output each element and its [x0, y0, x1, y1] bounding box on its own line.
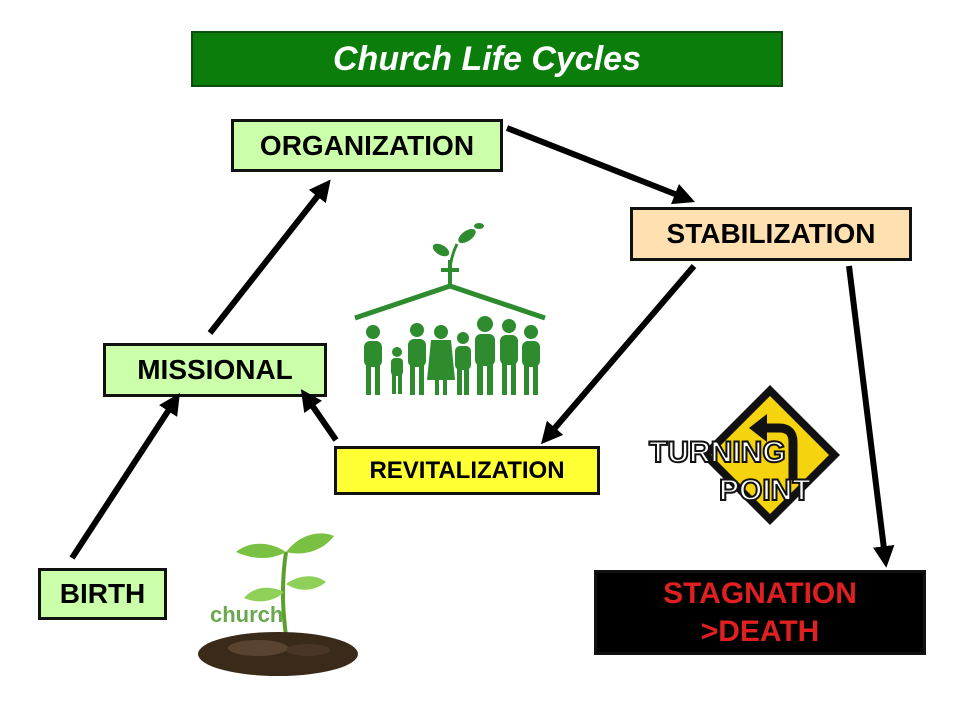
church-people-icon [354, 223, 546, 395]
arrow-missional-to-organization [207, 179, 331, 335]
stage-organization-label: ORGANIZATION [259, 129, 475, 161]
sprout-soil-icon: church [198, 533, 358, 676]
stage-birth: BIRTH [38, 568, 167, 620]
stage-stagnation-label: STAGNATION [663, 576, 857, 610]
sign-line2: POINT [719, 474, 811, 507]
arrow-organization-to-stabilization [505, 125, 696, 205]
stage-revitalization-label: REVITALIZATION [369, 456, 565, 484]
arrow-birth-to-missional [69, 392, 180, 560]
stage-missional-label: MISSIONAL [137, 354, 293, 385]
stage-organization: ORGANIZATION [231, 119, 503, 172]
stage-stabilization: STABILIZATION [630, 207, 912, 261]
arrow-revitalization-to-missional [300, 389, 339, 442]
arrow-stabilization-to-revitalization [540, 264, 697, 445]
sprout-church-label: church [210, 602, 283, 627]
stage-revitalization: REVITALIZATION [334, 446, 600, 495]
sign-line1: TURNING [649, 436, 786, 469]
turning-point-sign-icon: TURNING POINT [648, 385, 840, 525]
stage-birth-label: BIRTH [59, 578, 146, 609]
title-bar: Church Life Cycles [191, 31, 783, 87]
diagram-title: Church Life Cycles [333, 39, 641, 78]
stage-death-label: >DEATH [700, 614, 820, 648]
stage-missional: MISSIONAL [103, 343, 327, 397]
arrow-stabilization-to-stagnation [846, 265, 895, 568]
stage-stagnation-death: STAGNATION >DEATH [594, 570, 926, 655]
stage-stabilization-label: STABILIZATION [666, 218, 876, 249]
